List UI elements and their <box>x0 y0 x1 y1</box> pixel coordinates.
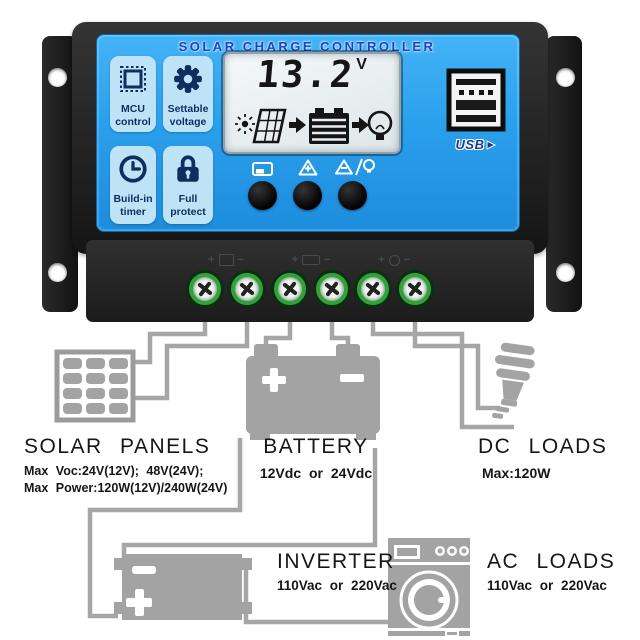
menu-button[interactable] <box>248 181 277 210</box>
terminal-screw-battery-plus <box>274 273 306 305</box>
feature-badge-protect: Full protect <box>163 146 213 224</box>
feature-label: Full protect <box>170 193 206 218</box>
wire-battery-to-inverter-plus <box>87 438 243 619</box>
terminal-marker-load: + − <box>358 252 430 268</box>
inverter-spec1: 110Vac or 220Vac <box>277 578 397 593</box>
bulb-icon <box>367 110 393 140</box>
mounting-hole <box>556 68 575 87</box>
terminal-screw-solar-plus <box>189 273 221 305</box>
ac-loads-spec1: 110Vac or 220Vac <box>487 578 607 593</box>
plus-mark: + <box>291 254 298 266</box>
feature-label: Build-in timer <box>113 193 153 218</box>
minus-mark: − <box>403 254 410 266</box>
solar-panels-label: SOLAR PANELS Max Voc:24V(12V); 48V(24V);… <box>24 435 227 495</box>
feature-badge-timer: Build-in timer <box>110 146 156 224</box>
terminal-screw-battery-minus <box>316 273 348 305</box>
battery-icon <box>246 344 380 440</box>
minus-mark: − <box>237 254 244 266</box>
inverter-title: INVERTER <box>277 550 395 573</box>
plus-mark: + <box>208 254 215 266</box>
mounting-hole <box>556 263 575 282</box>
inverter-icon <box>114 554 252 620</box>
clock-icon <box>117 153 149 190</box>
dc-loads-title: DC LOADS <box>478 435 608 458</box>
battery-spec1: 12Vdc or 24Vdc <box>259 465 373 481</box>
usb-logo: USB <box>446 137 506 152</box>
solar-panels-title: SOLAR PANELS <box>24 435 211 458</box>
sun-icon <box>235 114 255 134</box>
terminal-screw-load-plus <box>357 273 389 305</box>
mounting-hole <box>48 68 67 87</box>
chip-icon <box>117 63 149 100</box>
washing-machine-icon <box>388 538 470 636</box>
voltage-value: 13.2 <box>255 53 357 96</box>
cfl-bulb-icon <box>492 342 535 419</box>
mounting-ear-right <box>546 36 582 312</box>
down-light-button[interactable] <box>338 181 367 210</box>
solar-panel-icon <box>54 349 136 423</box>
mounting-hole <box>48 263 67 282</box>
battery-polarity-marks <box>262 368 364 392</box>
terminal-screw-load-minus <box>399 273 431 305</box>
solar-panels-spec1: Max Voc:24V(12V); 48V(24V); <box>24 464 204 478</box>
feature-badge-mcu: MCU control <box>110 56 156 132</box>
triangle-minus-light-icon <box>335 158 375 176</box>
display-menu-icon <box>252 162 273 176</box>
gear-icon <box>172 63 204 100</box>
lcd-display: 13.2V <box>223 52 401 154</box>
lock-icon <box>172 153 204 190</box>
usb-arrow-icon <box>486 139 497 150</box>
minus-mark: − <box>324 254 331 266</box>
wire-inverter-to-ac-load <box>243 562 390 625</box>
battery-label: BATTERY 12Vdc or 24Vdc <box>250 435 382 481</box>
battery-title: BATTERY <box>263 435 369 458</box>
usb-port <box>446 68 506 132</box>
terminal-marker-solar: + − <box>190 252 262 268</box>
terminal-screw-solar-minus <box>231 273 263 305</box>
bulb-marker-icon <box>388 254 400 266</box>
solar-panel-icon <box>252 108 287 144</box>
usb-logo-text: USB <box>455 137 485 152</box>
wire-load-2 <box>412 316 500 411</box>
up-button[interactable] <box>293 181 322 210</box>
lcd-flow-icons <box>235 108 393 144</box>
ac-loads-label: AC LOADS 110Vac or 220Vac <box>487 550 615 593</box>
wires <box>87 316 514 625</box>
lcd-voltage-readout: 13.2V <box>225 53 399 96</box>
device-title: SOLAR CHARGE CONTROLLER <box>178 39 436 54</box>
wire-load-1 <box>370 316 514 430</box>
ac-loads-title: AC LOADS <box>487 550 616 573</box>
arrow-right-icon <box>352 117 369 133</box>
wire-solar-2 <box>131 316 250 401</box>
plus-mark: + <box>378 254 385 266</box>
wire-battery-to-inverter-minus <box>121 448 378 560</box>
inverter-polarity-marks <box>126 566 156 616</box>
inverter-label: INVERTER 110Vac or 220Vac <box>277 550 397 593</box>
terminal-marker-battery: + − <box>276 252 346 268</box>
arrow-right-icon <box>289 117 306 133</box>
feature-badge-voltage: Settable voltage <box>163 56 213 132</box>
dc-loads-label: DC LOADS Max:120W <box>478 435 607 481</box>
feature-label: Settable voltage <box>167 103 209 128</box>
feature-label: MCU control <box>115 103 151 128</box>
battery-marker-icon <box>302 255 320 265</box>
solar-panels-spec2: Max Power:120W(12V)/240W(24V) <box>24 481 228 495</box>
wire-solar-1 <box>131 316 208 365</box>
battery-icon <box>309 108 349 144</box>
solar-panel-marker-icon <box>218 254 234 266</box>
terminal-block <box>86 240 534 322</box>
triangle-plus-icon <box>298 159 318 176</box>
dc-loads-spec1: Max:120W <box>482 465 551 481</box>
voltage-unit: V <box>356 56 367 73</box>
